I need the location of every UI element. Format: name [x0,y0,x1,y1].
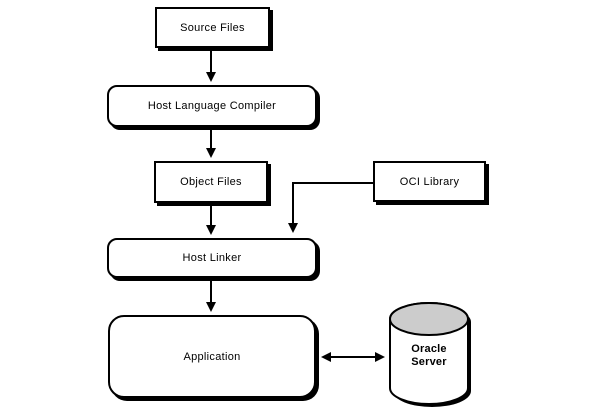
node-host-linker-label: Host Linker [182,252,242,264]
node-object-files: Object Files [154,161,268,203]
node-oci-library: OCI Library [373,161,486,202]
node-application-label: Application [183,350,241,363]
node-host-linker: Host Linker [107,238,317,278]
node-host-language-compiler-label: Host Language Compiler [147,100,277,112]
node-oracle-server-label: Oracle Server [411,343,447,368]
node-source-files: Source Files [155,7,270,48]
cylinder-top [389,302,469,336]
node-source-files-label: Source Files [180,21,245,34]
arrow-oci-to-linker [288,182,373,233]
node-object-files-label: Object Files [180,176,242,188]
node-host-language-compiler: Host Language Compiler [107,85,317,127]
node-oci-library-label: OCI Library [399,175,460,188]
oracle-server-cylinder [389,302,471,407]
node-application: Application [108,315,316,398]
